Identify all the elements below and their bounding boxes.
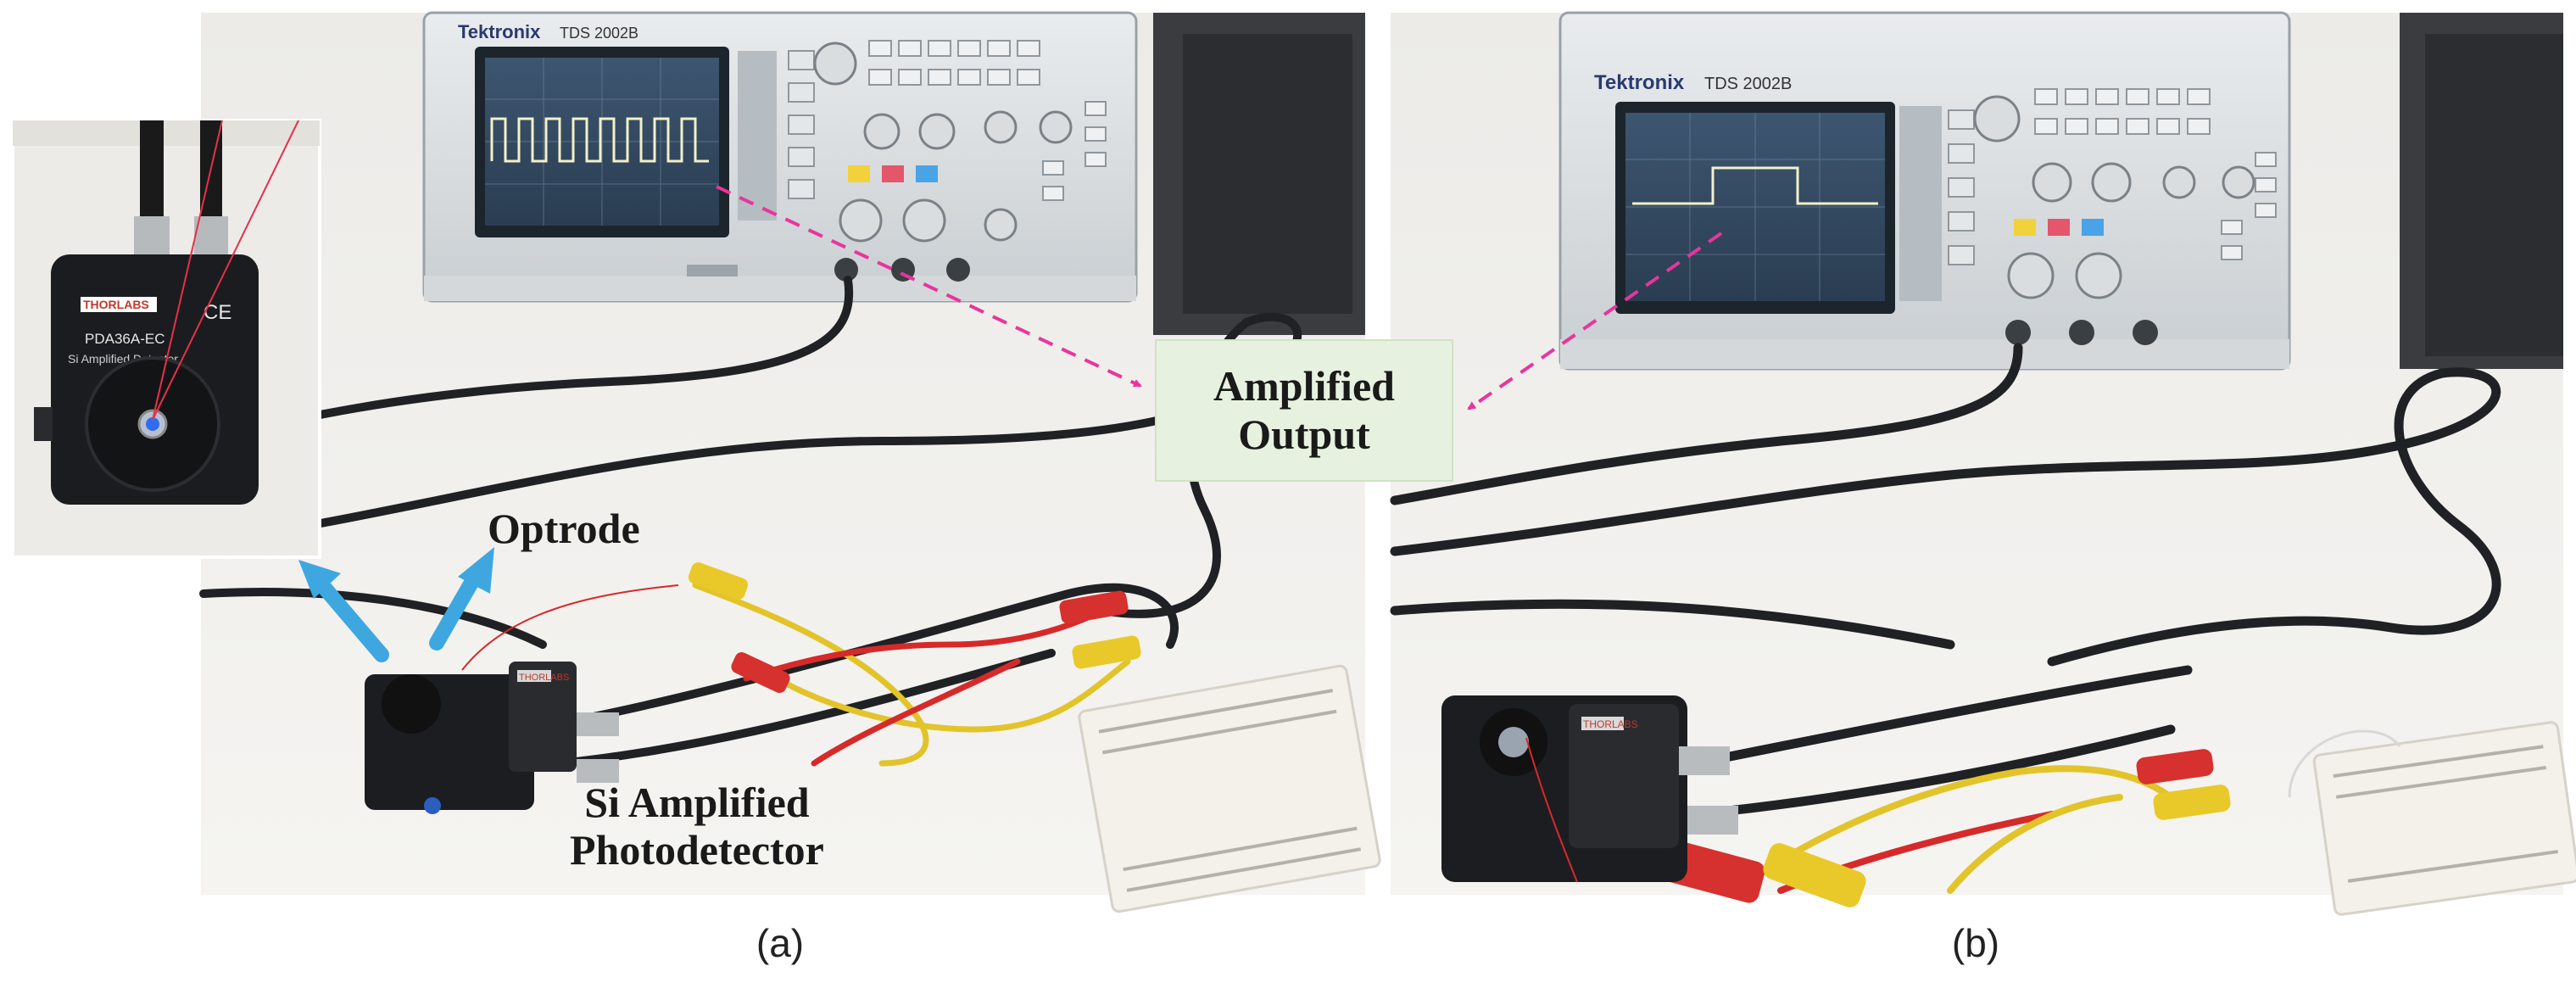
amplified-output-line1: Amplified xyxy=(1213,361,1395,410)
caption-b: (b) xyxy=(1951,921,2000,965)
scope-model-a: TDS 2002B xyxy=(560,25,638,42)
inset-brand: THORLABS xyxy=(83,298,149,311)
scope-model-b: TDS 2002B xyxy=(1704,75,1792,93)
caption-a: (a) xyxy=(756,921,805,965)
dashed-arrow-b-icon xyxy=(1467,232,1723,410)
amplified-output-label: Amplified Output xyxy=(1155,339,1453,482)
amplified-output-line2: Output xyxy=(1238,410,1370,458)
scope-brand-b: Tektronix xyxy=(1594,71,1685,94)
inset-model: PDA36A-EC xyxy=(85,331,164,347)
photodetector-label: Si Amplified Photodetector xyxy=(570,779,824,874)
breadboard-a xyxy=(1078,664,1381,913)
oscilloscope-a: Tektronix TDS 2002B xyxy=(422,11,1138,303)
detector-brand-b: THORLABS xyxy=(1583,718,1638,730)
arrow-blue-right-icon xyxy=(429,547,494,651)
dashed-arrow-a-icon xyxy=(716,185,1142,388)
photodetector-a: THORLABS xyxy=(365,662,619,814)
optrode-label: Optrode xyxy=(488,505,640,552)
alligator-wires-a xyxy=(692,582,1131,767)
dashed-arrows xyxy=(716,185,1723,410)
blue-arrows xyxy=(298,547,494,662)
photodetector-b: THORLABS xyxy=(1441,695,1738,882)
oscilloscope-b: Tektronix TDS 2002B xyxy=(1558,11,2291,371)
cables-b xyxy=(1390,343,2501,819)
inset-photodetector: THORLABS PDA36A-EC Si Amplified Detector… xyxy=(11,119,321,559)
photo-b: Tektronix TDS 2002B xyxy=(1390,11,2576,916)
arrow-blue-left-icon xyxy=(298,560,389,662)
scope-brand-a: Tektronix xyxy=(458,21,541,42)
breadboard-b xyxy=(2312,721,2576,916)
photodetector-label-line1: Si Amplified xyxy=(584,779,810,826)
detector-brand-a: THORLABS xyxy=(519,673,569,683)
photodetector-label-line2: Photodetector xyxy=(570,826,824,874)
ce-mark-icon: CE xyxy=(204,301,231,324)
